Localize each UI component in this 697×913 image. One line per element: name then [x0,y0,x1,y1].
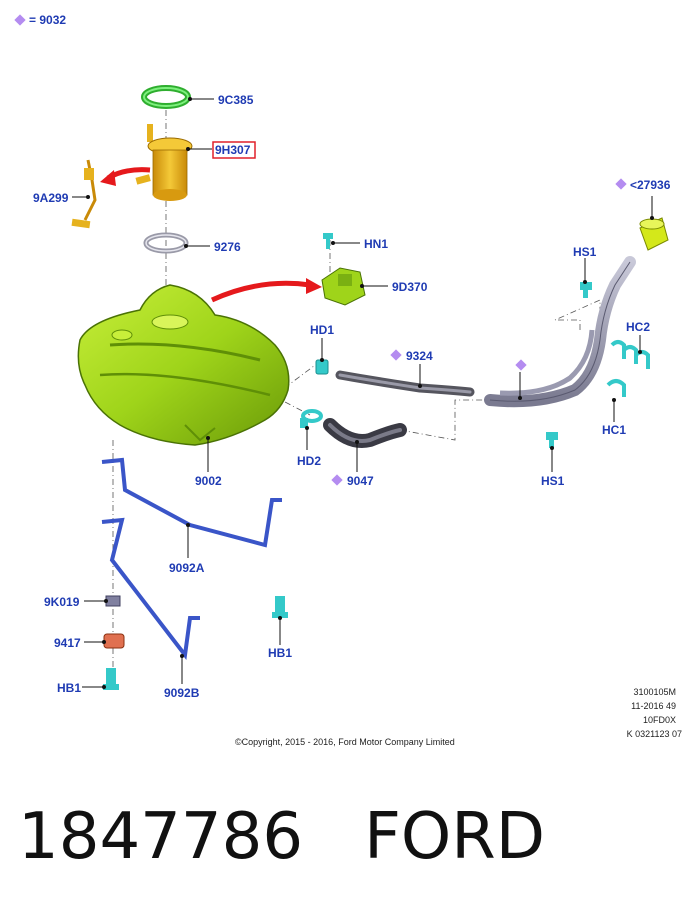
diamond-icon-9047 [331,474,343,486]
insulator-9417 [103,633,125,649]
valve-9D370 [321,267,366,306]
level-sender-9A299 [71,159,97,229]
footer: 1847786 FORD [18,800,545,874]
fuel-pump-9H307 [135,124,193,201]
label-9K019[interactable]: 9K019 [44,595,80,609]
nut-9K019 [105,595,121,607]
label-9092A[interactable]: 9092A [169,561,205,575]
legend-text: = 9032 [29,13,66,27]
label-HS1-bottom[interactable]: HS1 [541,474,565,488]
screw-HS1-top [580,282,592,298]
clamp-HD1 [315,359,329,375]
label-HN1[interactable]: HN1 [364,237,388,251]
strap-9092B [101,517,200,661]
label-9092B[interactable]: 9092B [164,686,200,700]
label-9C385[interactable]: 9C385 [218,93,254,107]
diamond-icon-27936 [615,178,627,190]
label-9276[interactable]: 9276 [214,240,241,254]
meta-line-3: 10FD0X [643,715,676,725]
meta-line-4: K 0321123 07 [627,729,682,739]
label-27936[interactable]: <27936 [630,178,671,192]
clips-HC2 [610,340,650,369]
strap-9092A [101,457,282,548]
label-HD2[interactable]: HD2 [297,454,321,468]
copyright: ©Copyright, 2015 - 2016, Ford Motor Comp… [235,737,455,747]
bolt-HB1-left [103,668,119,690]
label-HC1[interactable]: HC1 [602,423,626,437]
seal-9276 [143,232,189,254]
label-9D370[interactable]: 9D370 [392,280,428,294]
label-HD1[interactable]: HD1 [310,323,334,337]
diamond-icon [14,14,26,26]
filler-cap-27936 [639,217,669,251]
diamond-icon-pipe [515,359,527,371]
label-HS1-top[interactable]: HS1 [573,245,597,259]
clip-HN1 [323,233,333,249]
leaders [72,97,654,689]
highlight-box [212,141,256,159]
label-HB1-left[interactable]: HB1 [57,681,81,695]
clamp-HD2 [300,409,323,428]
label-9324[interactable]: 9324 [406,349,433,363]
label-9H307[interactable]: 9H307 [215,143,251,157]
label-9002[interactable]: 9002 [195,474,222,488]
label-HC2[interactable]: HC2 [626,320,650,334]
diamond-icon-9324 [390,349,402,361]
lock-ring-9C385 [141,85,191,109]
label-9417[interactable]: 9417 [54,636,81,650]
label-9047[interactable]: 9047 [347,474,374,488]
clip-HC1 [606,379,626,397]
fuel-tank-9002 [77,284,290,446]
screw-HS1-bottom [546,432,558,448]
legend: = 9032 [14,13,66,27]
label-9A299[interactable]: 9A299 [33,191,69,205]
brand-name: FORD [364,800,545,874]
arrow-head-icon-2 [306,278,322,294]
filler-pipe [484,256,636,408]
meta-line-2: 11-2016 49 [631,701,676,711]
label-HB1-right[interactable]: HB1 [268,646,292,660]
part-number: 1847786 [18,800,304,874]
arrow-head-icon [100,170,116,186]
meta-block: 3100105M 11-2016 49 10FD0X K 0321123 07 [627,687,682,739]
meta-line-1: 3100105M [633,687,676,697]
bolt-HB1-right [272,596,288,618]
red-arrow-icon-2 [210,280,311,303]
